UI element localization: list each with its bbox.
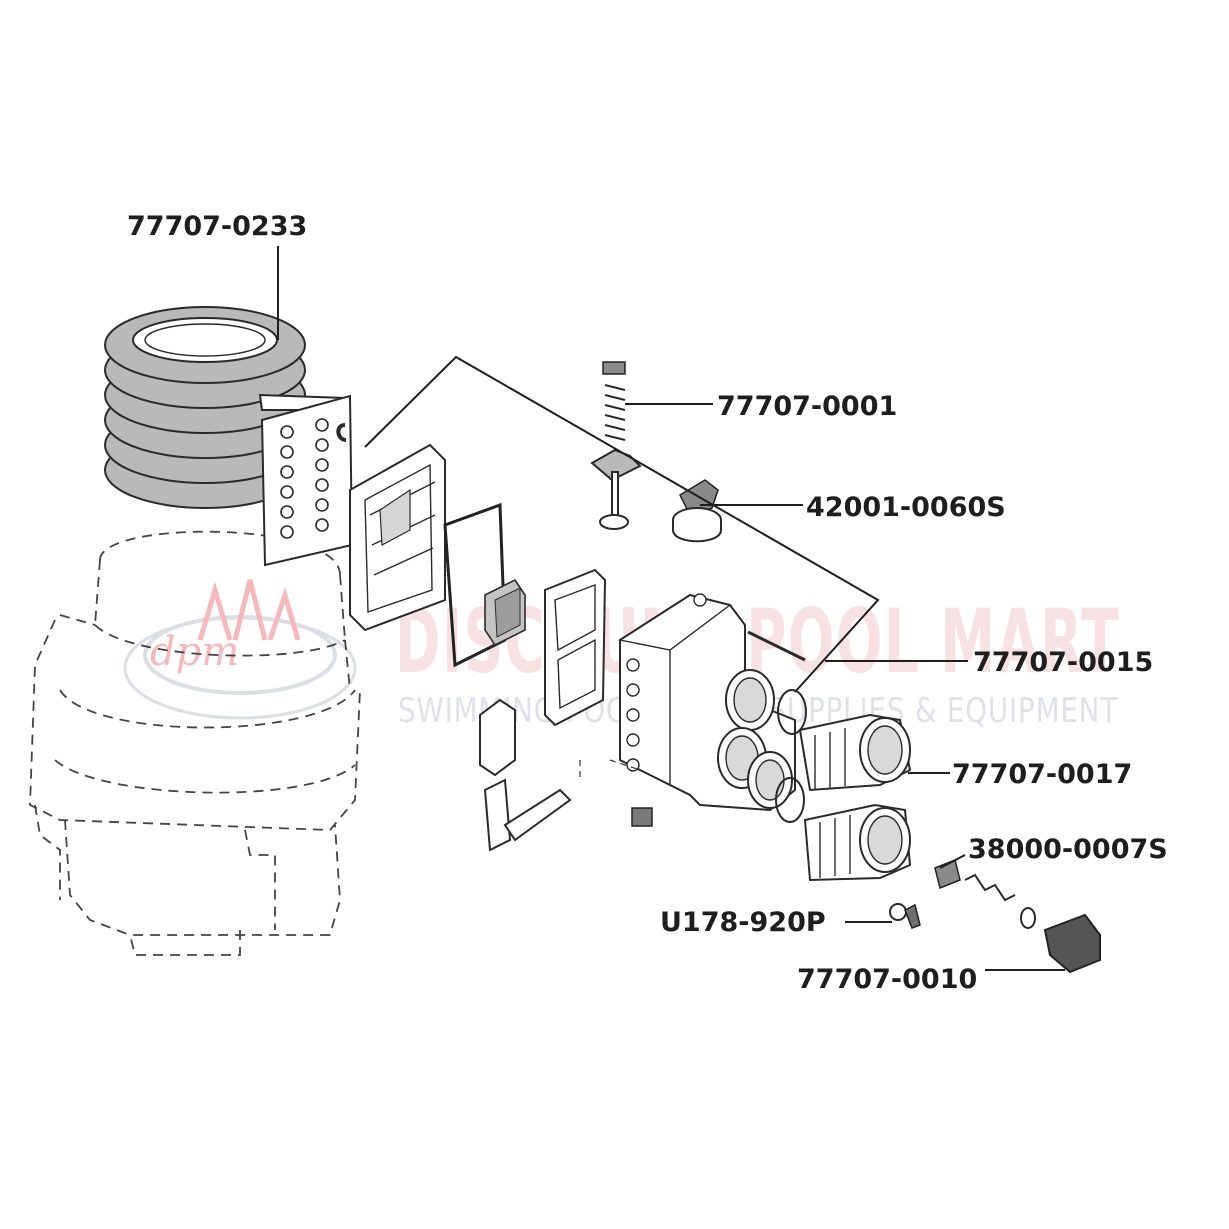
- label-pressure-switch: 42001-0060S: [806, 492, 1006, 523]
- label-spring-valve: 77707-0001: [717, 391, 897, 422]
- heater-body-outline: [29, 530, 361, 956]
- label-header-kit: 77707-0015: [973, 647, 1153, 678]
- drain-fittings: [479, 698, 572, 852]
- header-gasket: [349, 443, 446, 632]
- label-union-adapter: 77707-0017: [952, 759, 1132, 790]
- union-adapters: [775, 689, 912, 882]
- baffle: [484, 578, 526, 647]
- watermark-logo-icon: dpm: [123, 579, 357, 720]
- manifold-header: [618, 593, 806, 827]
- label-heat-exchanger: 77707-0233: [127, 211, 307, 242]
- label-drain-plug: U178-920P: [660, 907, 826, 938]
- label-bypass-valve-kit: 38000-0007S: [968, 834, 1168, 865]
- svg-text:dpm: dpm: [150, 629, 239, 675]
- pressure-switch: [672, 479, 722, 543]
- manifold-gasket: [544, 568, 607, 727]
- bypass-valve-parts: [889, 858, 1101, 974]
- spring-valve: [590, 361, 642, 530]
- heat-exchanger-coil: [104, 306, 354, 567]
- label-bypass-cap: 77707-0010: [797, 964, 977, 995]
- leader-lines: [277, 246, 1065, 971]
